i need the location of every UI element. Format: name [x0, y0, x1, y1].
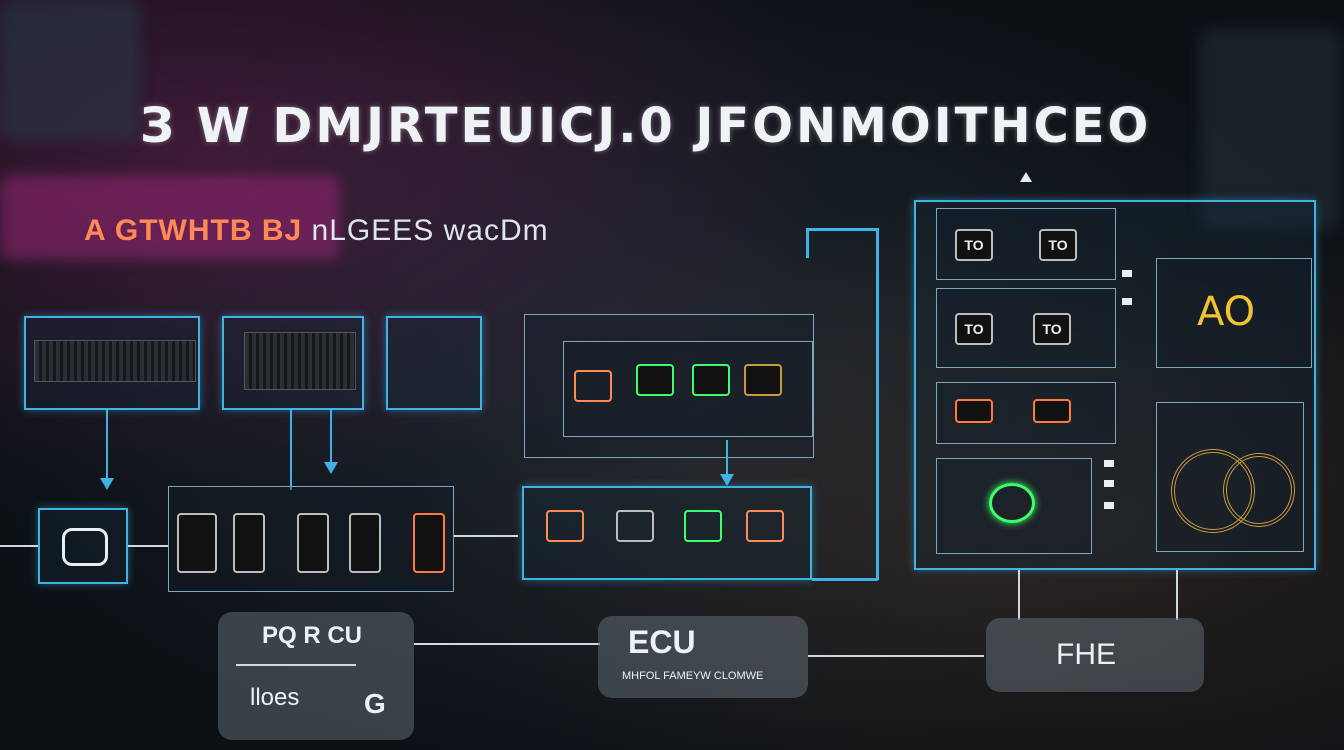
subtitle-right: nLGEES wacDm — [311, 214, 549, 247]
tile-icon: TO — [1039, 229, 1077, 261]
bracket-line — [806, 228, 878, 231]
node-icon — [636, 364, 674, 396]
subtitle-left: A GTWHTB BJ — [84, 214, 303, 247]
node-icon — [684, 510, 722, 542]
device-box — [38, 508, 128, 584]
node-icon — [574, 370, 612, 402]
tile-icon: TO — [955, 229, 993, 261]
module-cell — [349, 513, 381, 573]
device-icon — [62, 528, 108, 566]
module-cell — [233, 513, 265, 573]
connector-line — [330, 410, 332, 466]
title-pointer-arrow — [1020, 172, 1032, 182]
node-icon — [744, 364, 782, 396]
connector-line — [808, 655, 984, 657]
connector-line — [454, 535, 518, 537]
node-frame — [563, 341, 813, 437]
grid-marker — [1122, 298, 1132, 305]
panel-label: AO — [1197, 289, 1256, 335]
diagram-title: З W DMJRTEUICJ.0 JFONMOITHCEO — [140, 98, 1152, 154]
bracket-line — [812, 578, 878, 581]
connector-line — [106, 410, 108, 482]
module-strip — [168, 486, 454, 592]
tile-icon: TO — [955, 313, 993, 345]
node-panel-lower — [522, 486, 812, 580]
bottom-right-label: FHE — [1056, 638, 1116, 671]
connector-line — [290, 410, 292, 490]
background-shelf-right — [1200, 30, 1340, 230]
grid-marker — [1122, 270, 1132, 277]
tile-icon — [955, 399, 993, 423]
control-grid: TO TO TO TO AO — [914, 200, 1316, 570]
background-neon-sign — [0, 175, 340, 260]
bottom-left-value: lloes — [250, 684, 300, 711]
connector-line — [128, 545, 168, 547]
server-box-1 — [24, 316, 200, 410]
diagram-subtitle: A GTWHTB BJ nLGEES wacDm — [84, 214, 549, 248]
ecu-label: ECU — [628, 624, 696, 660]
node-icon — [746, 510, 784, 542]
tile-icon — [1033, 399, 1071, 423]
tile-icon: TO — [1033, 313, 1071, 345]
server-box-3 — [386, 316, 482, 410]
bottom-box-left: PQ R CU lloes G — [218, 612, 414, 740]
bottom-box-right: FHE — [986, 618, 1204, 692]
bracket-line — [806, 228, 809, 258]
grid-cell-top: TO TO — [936, 208, 1116, 280]
status-ring-icon — [989, 483, 1035, 523]
bottom-left-value2: G — [364, 688, 386, 719]
connector-arrow — [100, 478, 114, 490]
bottom-left-label: PQ R CU — [262, 622, 363, 649]
server-box-2 — [222, 316, 364, 410]
node-panel-upper — [524, 314, 814, 458]
connector-line — [414, 643, 600, 645]
module-cell — [297, 513, 329, 573]
grid-marker — [1104, 480, 1114, 487]
node-icon — [546, 510, 584, 542]
connector-line — [1176, 570, 1178, 620]
grid-row-lower — [936, 382, 1116, 444]
connector-line — [1018, 570, 1020, 620]
ecu-sublabel: MHFOL FAMEYW CLOMWE — [622, 670, 764, 682]
module-cell — [413, 513, 445, 573]
connector-line — [726, 440, 728, 480]
module-cell — [177, 513, 217, 573]
server-rack — [34, 340, 196, 382]
server-rack — [244, 332, 356, 390]
grid-cell-green — [936, 458, 1092, 554]
connector-arrow — [720, 474, 734, 486]
coil-icon — [1223, 453, 1295, 527]
background-shelf-left — [0, 0, 140, 140]
grid-marker — [1104, 460, 1114, 467]
bottom-box-middle: ECU MHFOL FAMEYW CLOMWE — [598, 616, 808, 698]
node-icon — [616, 510, 654, 542]
connector-arrow — [324, 462, 338, 474]
bracket-line — [876, 228, 879, 580]
connector-line — [0, 545, 38, 547]
grid-marker — [1104, 502, 1114, 509]
grid-panel-ao: AO — [1156, 258, 1312, 368]
grid-cell-coil — [1156, 402, 1304, 552]
divider-line — [236, 664, 356, 666]
node-icon — [692, 364, 730, 396]
grid-cell-mid: TO TO — [936, 288, 1116, 368]
